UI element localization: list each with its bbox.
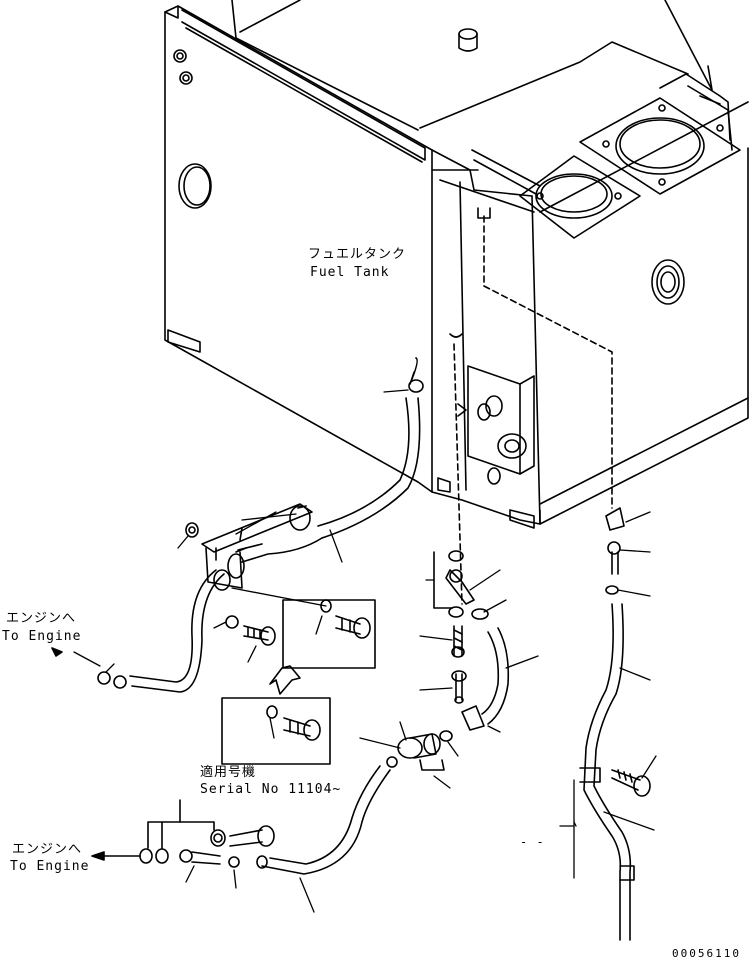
detail-arrow [269, 665, 301, 695]
serial-label-ja: 適用号機 [200, 765, 257, 780]
supply-hose-lower [256, 765, 391, 875]
fuel-tank-label-ja: フュエルタンク [308, 247, 407, 262]
to-engine-lower-en: To Engine [10, 859, 90, 874]
drawing-number: 00056110 [672, 947, 741, 960]
arrow-to-engine-upper [51, 647, 63, 657]
fuel-tank-label-en: Fuel Tank [310, 265, 390, 280]
bolt-upper-left [225, 615, 276, 646]
small-dash-label: - - [520, 835, 545, 849]
filler-neck-large [579, 97, 741, 195]
drain-hose [461, 627, 510, 731]
arrow-to-engine-lower [91, 851, 141, 861]
serial-label-en: Serial No 11104~ [200, 782, 342, 797]
to-engine-lower-ja: エンジンへ [12, 842, 83, 857]
small-markers [449, 207, 491, 417]
bracket-lines [425, 579, 575, 879]
tank-mount-holes [173, 49, 193, 85]
tank-inspection-cover-left [178, 163, 212, 209]
callout-leaders [73, 371, 657, 913]
to-engine-upper-ja: エンジンへ [6, 611, 77, 626]
tank-inspection-cover-right [651, 259, 685, 305]
right-drain-line [579, 507, 651, 941]
washer-upper-left [185, 522, 199, 538]
dashed-leaders [453, 215, 613, 605]
detail-box-serial [221, 697, 331, 765]
to-engine-upper-en: To Engine [2, 629, 82, 644]
breather-bracket [659, 73, 733, 151]
hose-clamp-bracket [201, 503, 313, 591]
fuel-filter [386, 733, 445, 771]
tank-top-boss [458, 28, 478, 52]
tank-drain-block [467, 365, 535, 485]
drain-fittings [433, 550, 489, 704]
washer-drain [439, 730, 453, 742]
return-hose-upper [97, 357, 424, 693]
lower-connector-group [139, 799, 275, 868]
fuel-tank [164, 0, 749, 529]
detail-box-upper [282, 599, 376, 669]
filler-neck-small [519, 155, 641, 239]
